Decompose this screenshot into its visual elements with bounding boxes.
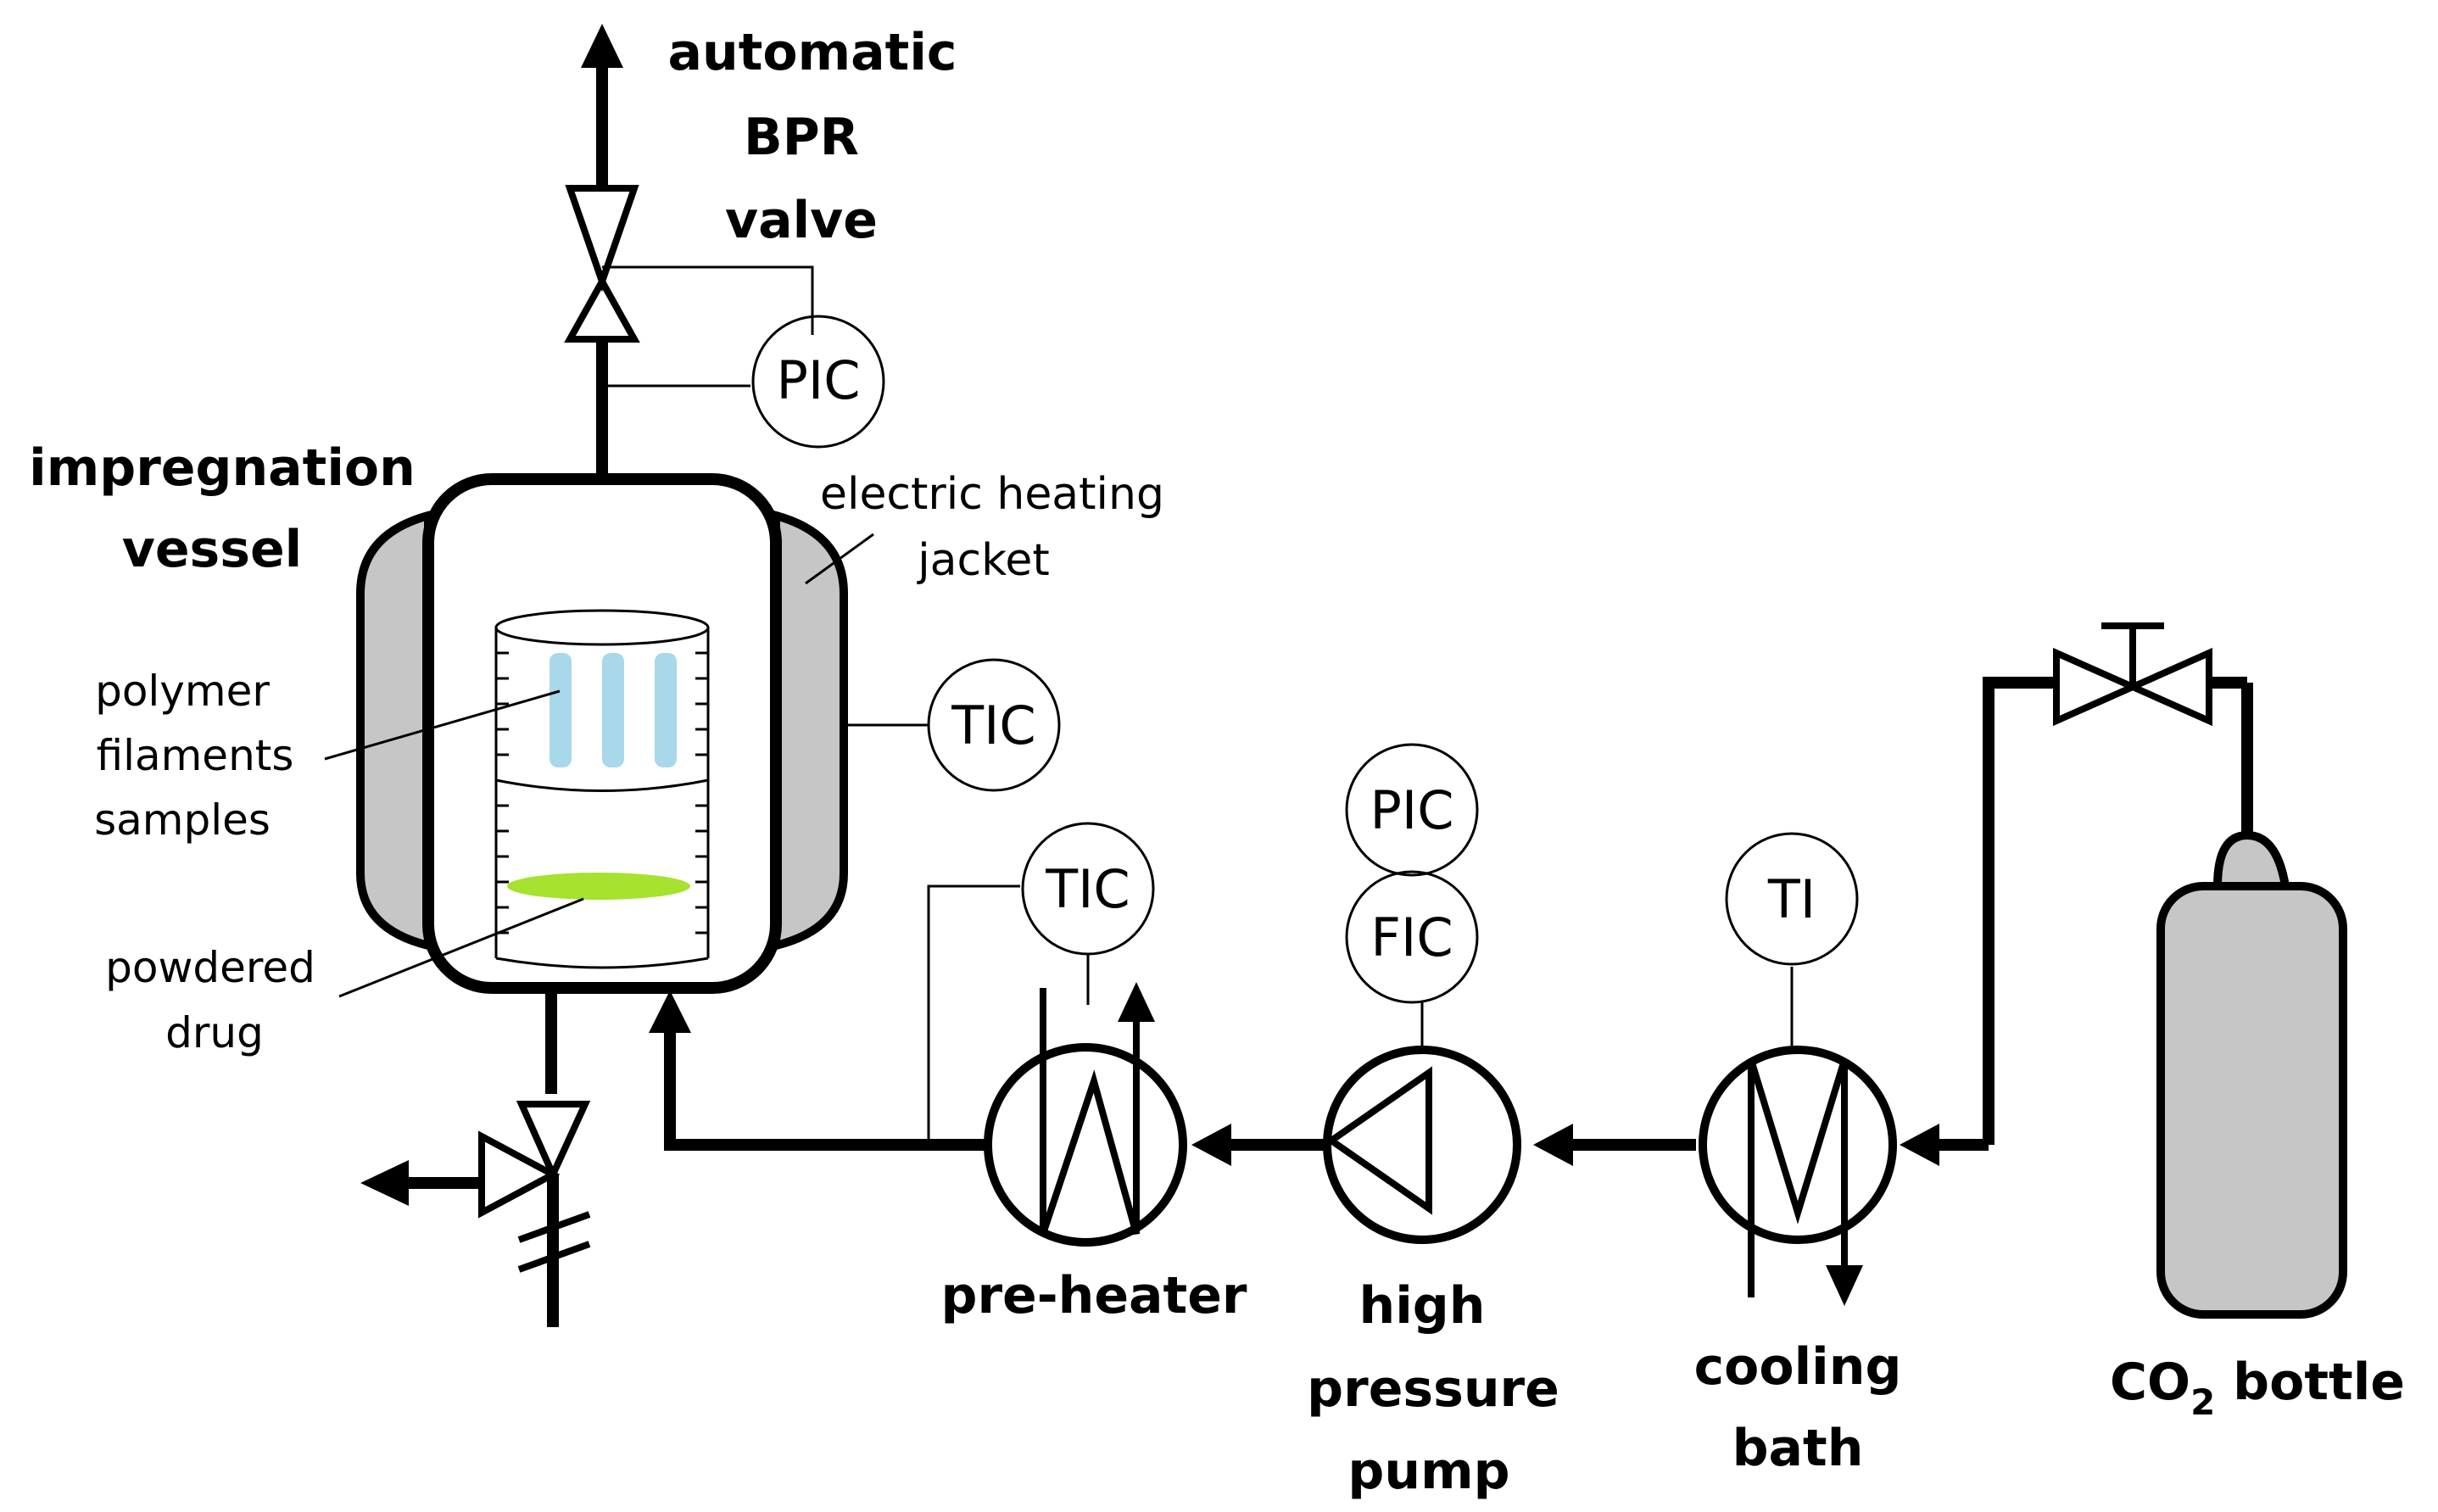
co2-prefix: CO <box>2110 1353 2190 1412</box>
high-pressure-pump <box>1323 1001 1521 1244</box>
drug-label-line2: drug <box>165 1008 264 1057</box>
feed-arrow-up-icon <box>649 990 691 1033</box>
ti-cooling-label: TI <box>1767 868 1816 930</box>
co2-supply-valve <box>2053 622 2212 727</box>
heater-arrow-up-icon <box>1118 982 1155 1022</box>
cooling-bath-label-line1: cooling <box>1694 1337 1902 1397</box>
tic-vessel-label: TIC <box>951 695 1035 756</box>
pre-heater <box>927 884 1187 1247</box>
heating-jacket-left <box>356 510 432 951</box>
pump-label-line2: pressure <box>1307 1359 1559 1419</box>
drain-arrow-left-icon <box>360 1160 409 1206</box>
polymer-filament <box>602 653 624 767</box>
cooling-bath-label-line2: bath <box>1732 1419 1864 1478</box>
samples-label-line3: samples <box>94 795 271 845</box>
pump-label-line3: pump <box>1347 1442 1509 1501</box>
tic-preheater-label: TIC <box>1045 858 1130 920</box>
co2-bottle <box>2156 830 2347 1319</box>
tic-preheater-instrument: TIC <box>1021 822 1155 956</box>
pump-label-line1: high <box>1359 1276 1486 1336</box>
bpr-valve-label-line2: BPR <box>744 108 859 167</box>
impregnation-vessel <box>356 473 848 1327</box>
heating-jacket-right <box>772 510 848 951</box>
pic-pump-label: PIC <box>1370 779 1454 841</box>
cooling-bath <box>1699 967 1897 1306</box>
fic-pump-label: FIC <box>1370 907 1453 968</box>
bpr-valve-label-line1: automatic <box>668 23 957 82</box>
polymer-filament <box>655 653 677 767</box>
tic-vessel-instrument: TIC <box>844 658 1061 792</box>
outlet-arrow-up-icon <box>581 24 623 68</box>
bpr-valve-label-line3: valve <box>725 191 878 250</box>
sample-basket <box>494 609 710 969</box>
powdered-drug <box>507 873 690 900</box>
flow-arrow-left-icon <box>1900 1124 1939 1166</box>
jacket-label-line2: jacket <box>917 535 1050 586</box>
preheater-label: pre-heater <box>941 1266 1247 1325</box>
samples-label-line2: filaments <box>97 731 294 780</box>
cooling-arrow-down-icon <box>1826 1265 1863 1306</box>
pic-top-label: PIC <box>777 349 861 411</box>
flow-arrow-left-icon <box>1533 1124 1573 1166</box>
ti-cooling-instrument: TI <box>1725 832 1859 966</box>
flow-arrow-left-icon <box>1191 1124 1231 1166</box>
pic-top-instrument: PIC <box>602 315 885 449</box>
pic-pump-instrument: PIC <box>1345 743 1479 877</box>
vessel-label-line2: vessel <box>122 520 303 579</box>
bpr-valve <box>564 24 814 475</box>
drug-label-line1: powdered <box>105 943 315 992</box>
fic-pump-instrument: FIC <box>1345 870 1479 1004</box>
co2-bottle-label: CO2 bottle <box>2110 1353 2405 1423</box>
vessel-label-line1: impregnation <box>29 438 416 498</box>
polymer-filament <box>550 653 572 767</box>
samples-label-line1: polymer <box>95 667 270 716</box>
co2-subscript: 2 <box>2190 1381 2215 1423</box>
jacket-label-line1: electric heating <box>820 469 1164 520</box>
co2-suffix: bottle <box>2215 1353 2405 1412</box>
